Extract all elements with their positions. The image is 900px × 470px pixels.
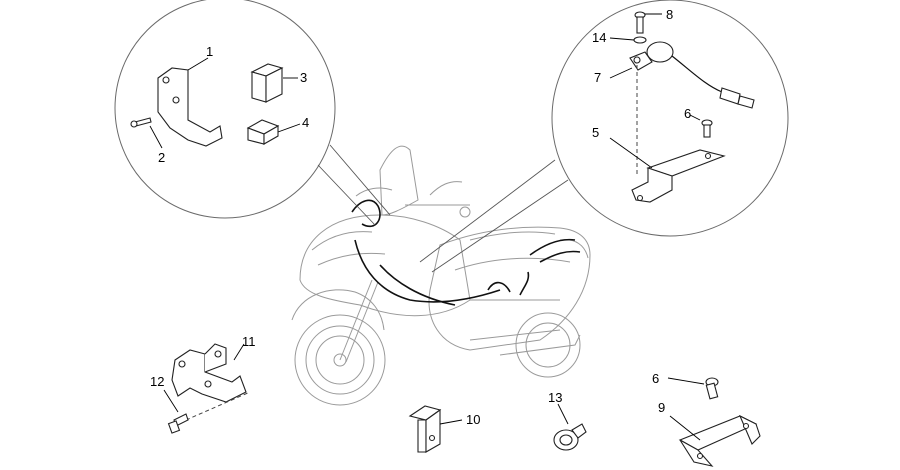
callout-9: 9 [658,400,665,415]
bracket-part-1 [157,67,223,147]
callout-5: 5 [592,125,599,140]
relay-part-3 [250,63,284,103]
left-detail-circle [114,0,391,226]
callout-8: 8 [666,7,673,22]
callout-13: 13 [548,390,562,405]
connector-part-4 [246,119,280,145]
callout-12: 12 [150,374,164,389]
callout-4: 4 [302,115,309,130]
callout-10: 10 [466,412,480,427]
screw-part-8 [634,11,646,34]
callout-14: 14 [592,30,606,45]
callout-6-upper: 6 [684,106,691,121]
sensor-part-7 [629,41,755,109]
bolt-part-6-lower [705,377,719,400]
callout-2: 2 [158,150,165,165]
screw-part-2 [130,117,152,128]
callout-7: 7 [594,70,601,85]
bracket-part-11 [171,343,247,403]
screw-part-12 [167,413,189,434]
bracket-part-5 [631,149,726,203]
right-detail-circle [419,0,789,273]
scooter-outline [291,145,591,406]
clip-part-13 [553,423,587,451]
bracket-part-10 [408,405,442,453]
callout-3: 3 [300,70,307,85]
callout-11: 11 [242,334,256,349]
bracket-part-9 [678,414,761,467]
callout-6-lower: 6 [652,371,659,386]
callout-labels: 1 2 3 4 8 14 7 6 5 11 12 10 13 6 9 [150,7,691,427]
bolt-part-6-upper [701,119,713,138]
callout-1: 1 [206,44,213,59]
washer-part-14 [633,36,647,44]
